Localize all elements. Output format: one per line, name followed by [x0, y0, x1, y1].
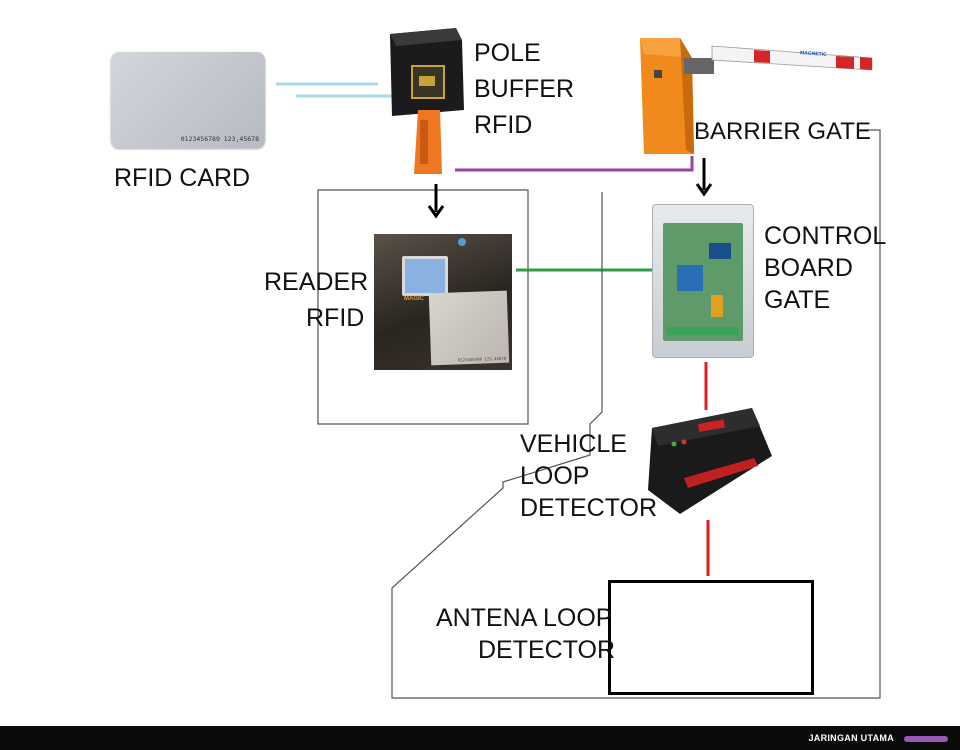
label-pole-line1: POLE — [474, 39, 541, 67]
label-vehicle-line1: VEHICLE — [520, 430, 627, 458]
label-control-line2: BOARD — [764, 254, 853, 282]
label-antena-line1: ANTENA LOOP — [436, 604, 613, 632]
footer-bar: JARINGAN UTAMA — [0, 726, 960, 750]
rfid-card: 0123456789 123,45678 — [111, 52, 265, 148]
vehicle-loop-detector-device — [648, 408, 772, 514]
footer-accent — [904, 736, 948, 742]
reader-brand: MAGIC — [404, 296, 424, 302]
label-vehicle-line2: LOOP — [520, 462, 590, 490]
card-number: 0123456789 123,45678 — [180, 135, 259, 143]
label-pole-line3: RFID — [474, 111, 533, 139]
control-board-relay — [709, 243, 731, 259]
reader-card-number: 0123456789 123,45678 — [457, 355, 507, 363]
control-board-device — [652, 204, 754, 358]
control-board-capacitor — [711, 295, 723, 317]
arrow-down-pole — [427, 184, 445, 219]
label-control-line3: GATE — [764, 286, 831, 314]
pole-buffer-device — [390, 28, 464, 174]
reader-rfid-device: MAGIC 0123456789 123,45678 — [374, 234, 512, 370]
label-rfid-card: RFID CARD — [114, 164, 251, 192]
label-vehicle-line3: DETECTOR — [520, 494, 658, 522]
control-board-pcb — [663, 223, 743, 341]
reader-card: 0123456789 123,45678 — [428, 290, 510, 366]
label-reader-line1: READER — [264, 268, 369, 296]
control-board-transformer — [677, 265, 703, 291]
label-control-line1: CONTROL — [764, 222, 887, 250]
reader-indicator — [458, 238, 466, 246]
label-antena-line2: DETECTOR — [478, 636, 616, 664]
label-barrier-gate: BARRIER GATE — [694, 118, 871, 145]
barrier-gate-device — [640, 38, 873, 154]
label-reader-line2: RFID — [306, 304, 365, 332]
antenna-loop-box — [608, 580, 814, 695]
label-pole-line2: BUFFER — [474, 75, 574, 103]
reader-screen — [402, 256, 448, 296]
control-board-terminals — [667, 327, 739, 335]
diagram-lines — [276, 82, 881, 699]
loop-outline-left — [391, 129, 881, 699]
pole-to-barrier-line — [455, 156, 694, 172]
footer-text[interactable]: JARINGAN UTAMA — [808, 733, 894, 743]
arrow-down-barrier — [695, 158, 713, 197]
reader-frame — [317, 189, 529, 425]
